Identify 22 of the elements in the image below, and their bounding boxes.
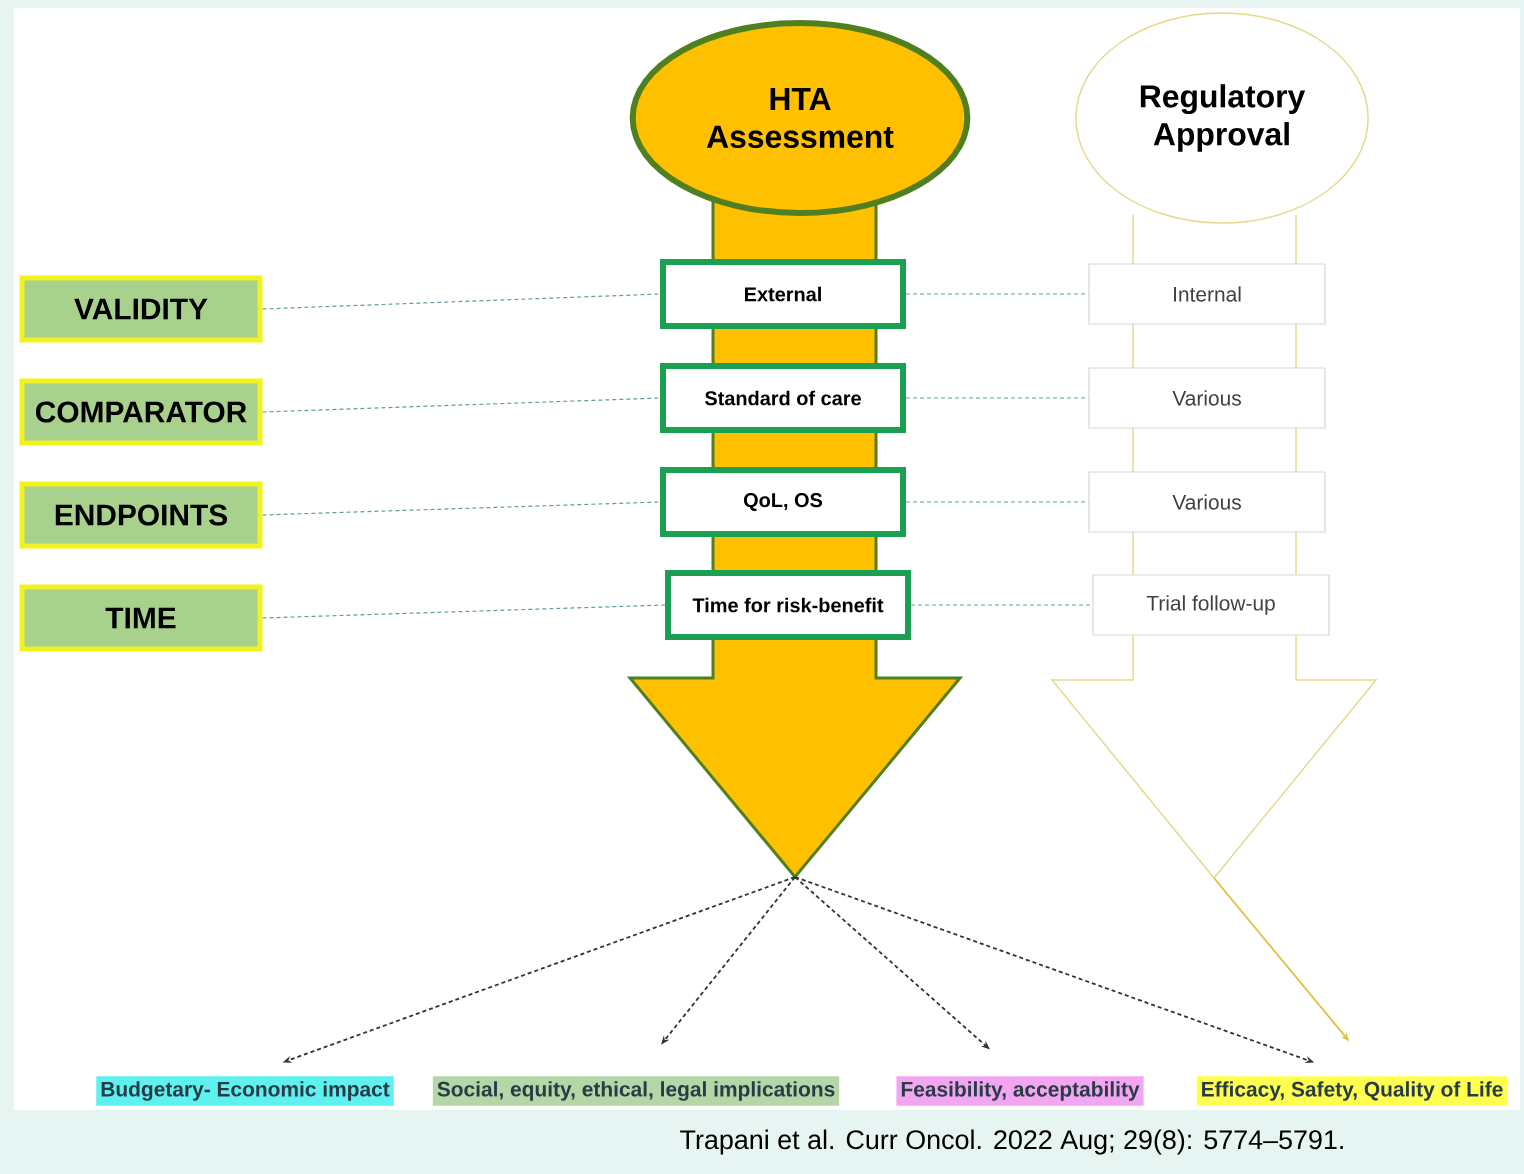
dashed-line	[261, 501, 661, 516]
label-box: COMPARATOR	[19, 378, 263, 446]
text-box: Trial follow-up	[1092, 574, 1330, 636]
text-box: Various	[1088, 367, 1326, 429]
citation: Trapani et al. Curr Oncol. 2022 Aug; 29(8): 5774–5791.	[680, 1129, 1343, 1155]
label-box: TIME	[19, 584, 263, 652]
text-box: Internal	[1088, 263, 1326, 325]
text-box: External	[660, 259, 906, 329]
dashed-line	[910, 604, 1093, 606]
label-box: ENDPOINTS	[19, 481, 263, 549]
highlighted-text: Feasibility, acceptability	[896, 1076, 1144, 1106]
text-box: QoL, OS	[660, 467, 906, 537]
text-box: Time for risk-benefit	[665, 570, 911, 640]
dashed-line	[261, 293, 661, 310]
text-box: Standard of care	[660, 363, 906, 433]
text-box: Various	[1088, 471, 1326, 533]
dashed-line	[261, 604, 666, 619]
dashed-line	[261, 397, 661, 413]
highlighted-text: Social, equity, ethical, legal implications	[432, 1076, 840, 1106]
label-box: VALIDITY	[19, 275, 263, 343]
highlighted-text: Efficacy, Safety, Quality of Life	[1196, 1076, 1508, 1106]
highlighted-text: Budgetary- Economic impact	[96, 1076, 394, 1106]
